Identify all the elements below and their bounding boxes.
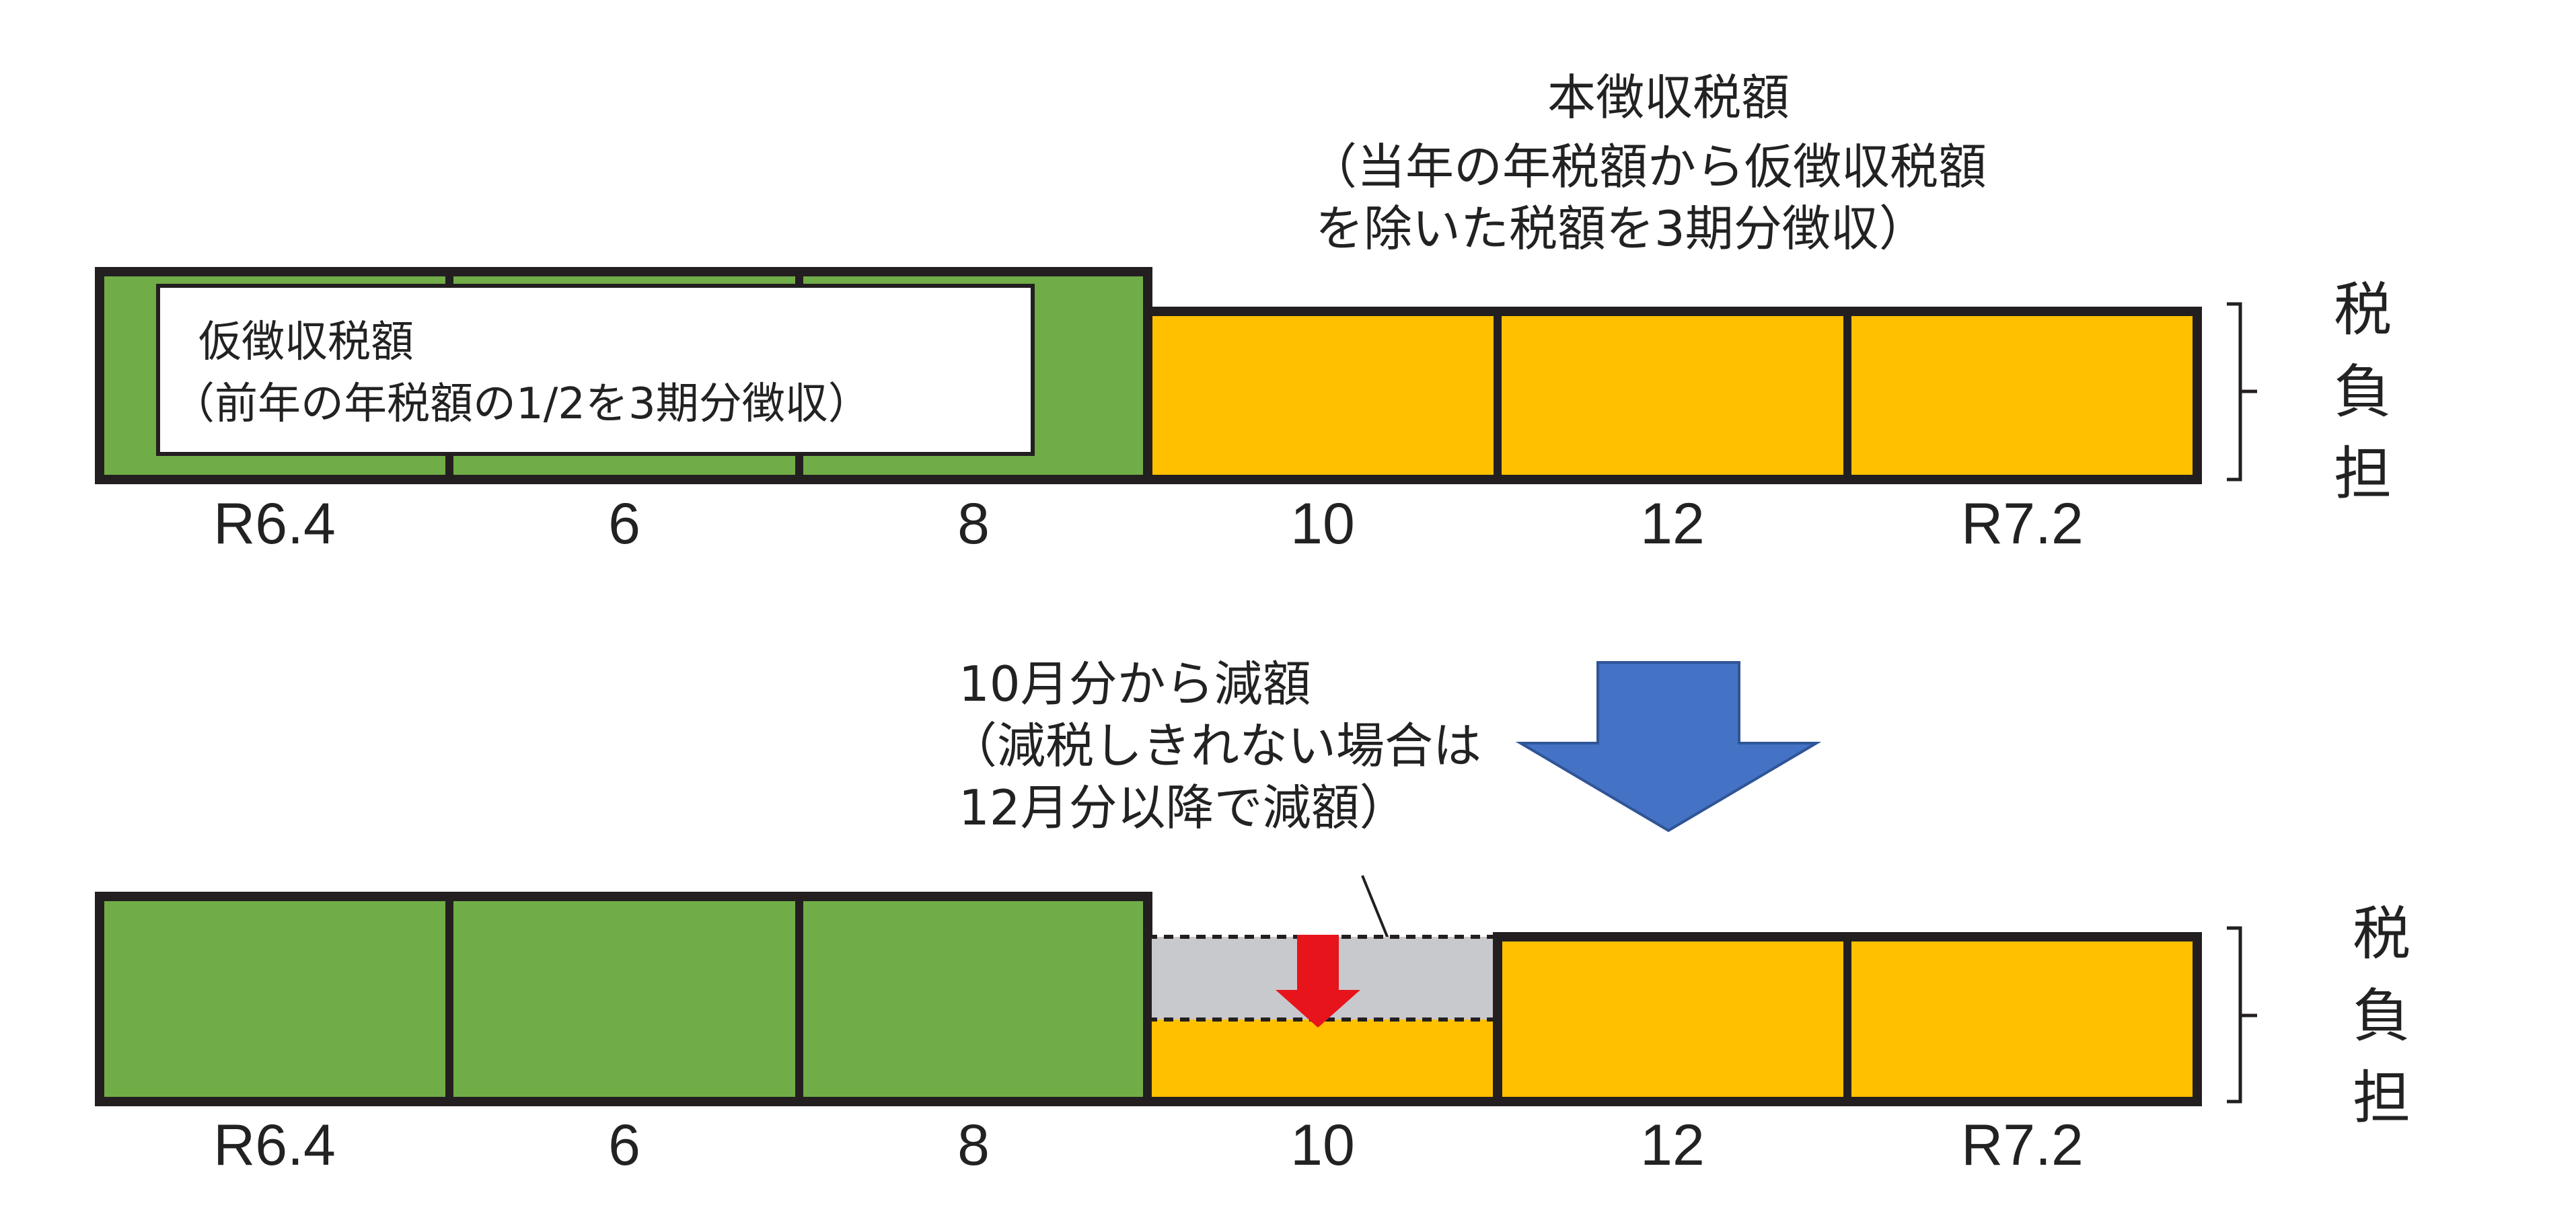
tax-burden-bracket — [2227, 926, 2257, 1104]
honchoshu-line1: （当年の年税額から仮徴収税額 — [1309, 139, 1987, 195]
orange-block-12 — [1498, 937, 1847, 1102]
orange-block-10 — [1148, 311, 1498, 479]
green-block-8 — [799, 896, 1148, 1102]
karichoshu-box — [156, 284, 1035, 456]
month-label: R7.2 — [1961, 492, 2084, 556]
month-label: R6.4 — [213, 492, 336, 556]
side-label-char: 担 — [2353, 1065, 2411, 1132]
reduction-line3: 12月分以降で減額） — [959, 779, 1408, 836]
side-label-char: 負 — [2353, 983, 2411, 1050]
green-block-r6-4 — [100, 896, 449, 1102]
side-label-char: 負 — [2334, 358, 2392, 426]
bottom-schedule: 10月分から減額 （減税しきれない場合は 12月分以降で減額） 税 負 担 R — [95, 656, 2411, 1178]
month-label: 6 — [608, 1113, 640, 1178]
honchoshu-title: 本徴収税額 — [1547, 69, 1790, 126]
tax-burden-bracket — [2227, 302, 2257, 482]
top-schedule: 本徴収税額 （当年の年税額から仮徴収税額 を除いた税額を3期分徴収） 仮徴収税額… — [95, 69, 2392, 556]
down-arrow-icon — [1515, 661, 1822, 833]
orange-block-10-reduced — [1148, 1020, 1498, 1102]
side-label-char: 税 — [2353, 900, 2411, 968]
reduction-line2: （減税しきれない場合は — [949, 718, 1481, 774]
orange-group-border — [1143, 307, 2202, 484]
orange-block-12 — [1498, 311, 1847, 479]
side-label-char: 担 — [2334, 440, 2392, 508]
month-label: 10 — [1290, 1113, 1355, 1178]
reduction-line1: 10月分から減額 — [959, 656, 1311, 712]
month-label: 12 — [1640, 492, 1705, 556]
side-label-char: 税 — [2334, 276, 2392, 344]
month-label: 8 — [957, 492, 990, 556]
red-down-arrow-icon — [1276, 935, 1360, 1028]
month-label: 8 — [957, 1113, 990, 1178]
honchoshu-line2: を除いた税額を3期分徴収） — [1315, 200, 1927, 257]
month-label: R7.2 — [1961, 1113, 2084, 1178]
month-label: 12 — [1640, 1113, 1705, 1178]
month-label: 6 — [608, 492, 640, 556]
orange-block-r7-2 — [1847, 937, 2197, 1102]
karichoshu-title: 仮徴収税額 — [198, 317, 414, 367]
karichoshu-line1: （前年の年税額の1/2を3期分徴収） — [172, 379, 871, 429]
green-block-6 — [449, 896, 799, 1102]
month-label: 10 — [1290, 492, 1355, 556]
orange-block-r7-2 — [1847, 311, 2197, 479]
month-label: R6.4 — [213, 1113, 336, 1178]
